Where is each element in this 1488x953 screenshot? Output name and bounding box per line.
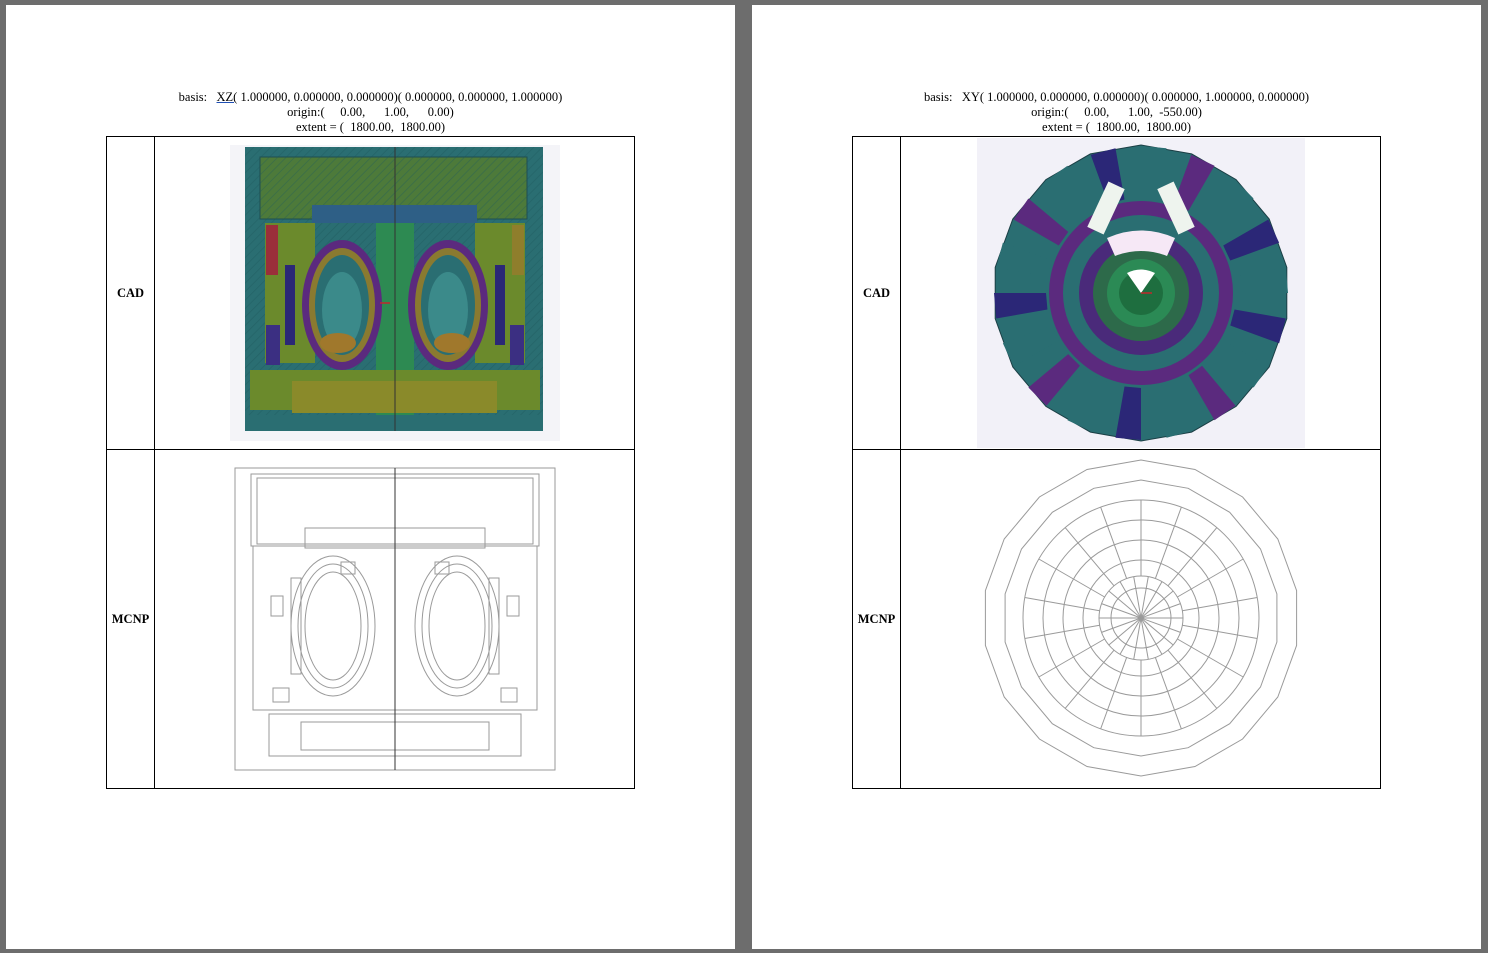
table-row-mcnp: MCNP: [106, 449, 635, 789]
cad-sector: [1172, 154, 1214, 211]
mcnp-xy-plot-cell: [900, 449, 1381, 789]
mcnp-spoke: [1132, 576, 1141, 619]
basis-label: basis:: [923, 90, 953, 104]
mcnp-spoke: [1100, 603, 1141, 619]
row-label-mcnp: MCNP: [852, 449, 901, 789]
mcnp-spoke: [1038, 558, 1105, 598]
basis-line: basis: XY( 1.000000, 0.000000, 0.000000)…: [752, 90, 1481, 105]
extent-line: extent = ( 1800.00, 1800.00): [295, 120, 446, 134]
mcnp-spoke: [1140, 617, 1149, 660]
cad-sector: [995, 242, 1052, 277]
mcnp-spoke: [1140, 581, 1162, 619]
cad-sector: [1213, 340, 1268, 388]
mcnp-spoke: [1119, 617, 1141, 655]
cad-xz-plot-cell: [154, 136, 635, 450]
extent-line: extent = ( 1800.00, 1800.00): [1041, 120, 1192, 134]
origin-line: origin:( 0.00, 1.00, 0.00): [287, 105, 454, 119]
basis-vectors: 1.000000, 0.000000, 0.000000)( 0.000000,…: [984, 90, 1310, 104]
mcnp-spoke: [1064, 649, 1114, 709]
mcnp-spoke: [1140, 617, 1162, 655]
table-row-cad: CAD: [106, 136, 635, 450]
mcnp-spoke: [1176, 638, 1243, 678]
mcnp-spoke: [1181, 624, 1257, 639]
mcnp-xy-plot: [984, 459, 1297, 777]
mcnp-xz-plot: [234, 467, 555, 771]
cad-sector: [1046, 165, 1093, 221]
mcnp-spoke: [1154, 657, 1182, 730]
cad-sector: [1234, 267, 1288, 293]
cad-xz-plot: [229, 145, 560, 441]
cad-sector: [1002, 325, 1059, 367]
document-page-right: basis: XY( 1.000000, 0.000000, 0.000000)…: [752, 5, 1481, 949]
row-label-cad: CAD: [106, 136, 155, 450]
mcnp-spoke: [1181, 597, 1257, 612]
row-label-cad: CAD: [852, 136, 901, 450]
mcnp-spoke: [1108, 590, 1141, 619]
mcnp-spoke: [1176, 558, 1243, 598]
mcnp-spoke: [1024, 624, 1100, 639]
mcnp-spoke: [1140, 576, 1149, 619]
cad-sector: [1201, 180, 1254, 232]
mcnp-spoke: [1099, 657, 1127, 730]
cad-sector: [1188, 365, 1235, 421]
plot-metadata: basis: XY( 1.000000, 0.000000, 0.000000)…: [752, 90, 1481, 135]
basis-plane: XZ(: [216, 90, 238, 104]
mcnp-spoke: [1132, 617, 1141, 660]
cad-sector: [1027, 354, 1080, 406]
document-page-left: basis: XZ( 1.000000, 0.000000, 0.000000)…: [6, 5, 735, 949]
mcnp-xz-plot-cell: [154, 449, 635, 789]
mcnp-spoke: [1167, 527, 1217, 587]
cad-sector: [1140, 146, 1167, 200]
mcnp-spoke: [1154, 506, 1182, 579]
comparison-table: CAD: [852, 136, 1381, 789]
basis-line: basis: XZ( 1.000000, 0.000000, 0.000000)…: [6, 90, 735, 105]
basis-plane: XY(: [961, 90, 985, 104]
mcnp-spoke: [1119, 581, 1141, 619]
comparison-table: CAD: [106, 136, 635, 789]
mcnp-spoke: [1024, 597, 1100, 612]
mcnp-spoke: [1099, 506, 1127, 579]
mcnp-spoke: [1064, 527, 1114, 587]
mcnp-spoke: [1140, 590, 1173, 619]
mcnp-spoke: [1100, 617, 1141, 633]
basis-label: basis:: [178, 90, 208, 104]
table-row-cad: CAD: [852, 136, 1381, 450]
plot-metadata: basis: XZ( 1.000000, 0.000000, 0.000000)…: [6, 90, 735, 135]
cad-sector: [1013, 198, 1068, 246]
mcnp-spoke: [1167, 649, 1217, 709]
cad-xy-plot: [976, 138, 1305, 448]
mcnp-spoke: [1140, 617, 1181, 633]
origin-line: origin:( 0.00, 1.00, -550.00): [1031, 105, 1202, 119]
cad-sector: [1156, 382, 1191, 438]
cad-sector: [1114, 386, 1141, 440]
cad-sector: [993, 293, 1047, 319]
cad-sector: [1229, 309, 1286, 344]
cad-sector: [1222, 219, 1279, 261]
cad-sector: [1067, 375, 1109, 432]
mcnp-spoke: [1108, 617, 1141, 646]
table-row-mcnp: MCNP: [852, 449, 1381, 789]
mcnp-spoke: [1140, 617, 1173, 646]
cad-xy-plot-cell: [900, 136, 1381, 450]
row-label-mcnp: MCNP: [106, 449, 155, 789]
mcnp-spoke: [1038, 638, 1105, 678]
mcnp-spoke: [1140, 603, 1181, 619]
basis-vectors: 1.000000, 0.000000, 0.000000)( 0.000000,…: [237, 90, 563, 104]
